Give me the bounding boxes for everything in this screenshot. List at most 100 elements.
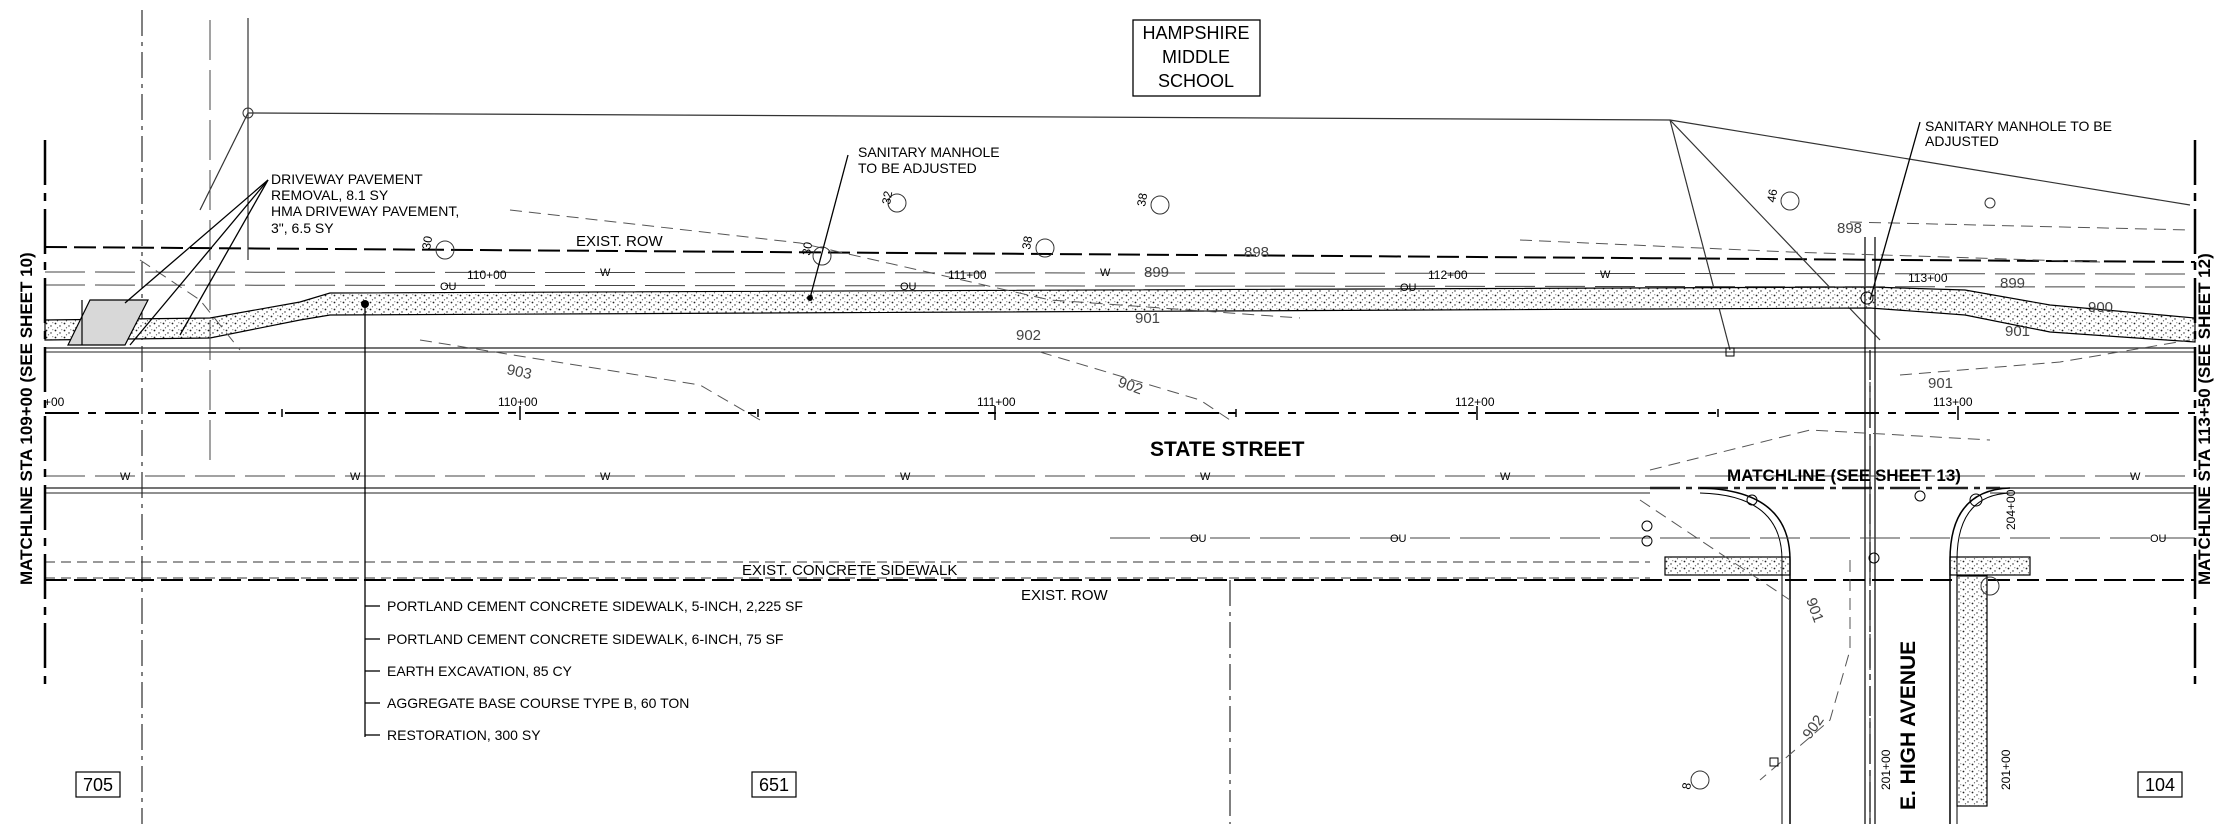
svg-text:OU: OU (440, 281, 457, 293)
utility-text: W W W W W W W W W W OU OU OU OU OU OU (120, 267, 2167, 545)
svg-text:SCHOOL: SCHOOL (1158, 71, 1234, 91)
avenue-name: E. HIGH AVENUE (1897, 641, 1920, 810)
svg-text:W: W (1600, 269, 1611, 281)
svg-text:901: 901 (2005, 323, 2030, 340)
matchline-right: MATCHLINE STA 113+50 (SEE SHEET 12) (2193, 140, 2214, 690)
property-line-markers (242, 107, 1996, 209)
svg-text:651: 651 (759, 775, 789, 795)
svg-text:W: W (600, 267, 611, 279)
svg-text:TO BE ADJUSTED: TO BE ADJUSTED (858, 160, 977, 176)
svg-text:W: W (600, 471, 611, 483)
svg-text:899: 899 (1144, 264, 1169, 281)
svg-text:30: 30 (799, 241, 815, 257)
svg-text:SANITARY MANHOLE: SANITARY MANHOLE (858, 144, 1000, 160)
sheet-tag-middle: 651 (751, 771, 797, 798)
svg-text:38: 38 (1134, 192, 1150, 208)
sheet-tag-left: 705 (75, 771, 121, 798)
svg-text:902: 902 (1016, 327, 1041, 344)
svg-text:104: 104 (2145, 775, 2175, 795)
svg-text:8: 8 (1679, 781, 1694, 790)
callout-dot (361, 300, 369, 308)
road-edges (45, 347, 2195, 494)
svg-text:903: 903 (505, 361, 533, 383)
svg-text:111+00: 111+00 (948, 268, 987, 282)
exist-sidewalk-label: EXIST. CONCRETE SIDEWALK (742, 562, 957, 579)
svg-text:W: W (900, 471, 911, 483)
svg-text:901: 901 (1802, 596, 1827, 625)
station-labels: +00 110+00 111+00 112+00 113+00 110+00 1… (44, 268, 2018, 790)
property-line-top (199, 18, 2191, 351)
svg-text:OU: OU (1400, 282, 1417, 294)
svg-text:HMA DRIVEWAY PAVEMENT,: HMA DRIVEWAY PAVEMENT, (271, 203, 459, 219)
svg-text:MATCHLINE STA 113+50 (SEE SHEE: MATCHLINE STA 113+50 (SEE SHEET 12) (2195, 253, 2214, 585)
svg-text:111+00: 111+00 (977, 395, 1016, 409)
exist-row-label-top: EXIST. ROW (576, 233, 664, 250)
street-name: STATE STREET (1150, 438, 1305, 461)
svg-text:201+00: 201+00 (1999, 749, 2013, 790)
driveway-callout: DRIVEWAY PAVEMENT REMOVAL, 8.1 SY HMA DR… (271, 171, 459, 236)
sheet-tag-right: 104 (2137, 771, 2183, 798)
exist-row-label-bottom: EXIST. ROW (1021, 587, 1109, 604)
svg-text:AGGREGATE BASE COURSE TYPE B,: AGGREGATE BASE COURSE TYPE B, 60 TON (387, 695, 689, 711)
svg-text:705: 705 (83, 775, 113, 795)
svg-text:W: W (1100, 267, 1111, 279)
svg-text:OU: OU (1390, 533, 1407, 545)
svg-text:HAMPSHIRE: HAMPSHIRE (1142, 23, 1249, 43)
svg-text:110+00: 110+00 (467, 268, 507, 282)
svg-text:OU: OU (1190, 533, 1207, 545)
svg-text:902: 902 (1116, 374, 1145, 399)
school-label: HAMPSHIRE MIDDLE SCHOOL (1132, 19, 1261, 97)
street-centerline (45, 406, 2195, 420)
svg-text:898: 898 (1244, 244, 1269, 261)
callout-leaders (124, 121, 1921, 737)
svg-text:W: W (1500, 471, 1511, 483)
svg-text:112+00: 112+00 (1455, 395, 1495, 409)
proposed-sidewalk (44, 286, 2196, 807)
svg-text:901: 901 (1928, 375, 1953, 392)
svg-text:OU: OU (900, 281, 917, 293)
svg-text:W: W (120, 471, 131, 483)
right-of-way-lines (44, 246, 2196, 581)
svg-text:900: 900 (2088, 299, 2113, 316)
svg-text:RESTORATION, 300 SY: RESTORATION, 300 SY (387, 727, 541, 743)
svg-text:MATCHLINE STA 109+00 (SEE SHEE: MATCHLINE STA 109+00 (SEE SHEET 10) (17, 252, 36, 585)
matchline-left: MATCHLINE STA 109+00 (SEE SHEET 10) (17, 140, 47, 690)
svg-text:W: W (2130, 471, 2141, 483)
water-line (44, 20, 2196, 477)
svg-text:W: W (350, 471, 361, 483)
svg-text:OU: OU (2150, 533, 2167, 545)
svg-text:38: 38 (1019, 235, 1035, 251)
svg-text:899: 899 (2000, 275, 2025, 292)
tree-symbols (435, 191, 2000, 790)
svg-text:EARTH EXCAVATION, 85 CY: EARTH EXCAVATION, 85 CY (387, 663, 573, 679)
svg-text:112+00: 112+00 (1428, 268, 1468, 282)
matchline-sheet13: MATCHLINE (SEE SHEET 13) (1727, 466, 1961, 485)
quantity-list: PORTLAND CEMENT CONCRETE SIDEWALK, 5-INC… (387, 598, 803, 743)
svg-text:898: 898 (1837, 220, 1862, 237)
svg-text:3", 6.5 SY: 3", 6.5 SY (271, 220, 334, 236)
svg-text:PORTLAND CEMENT CONCRETE SIDEW: PORTLAND CEMENT CONCRETE SIDEWALK, 5-INC… (387, 598, 803, 614)
manhole-callout-left: SANITARY MANHOLE TO BE ADJUSTED (858, 144, 1000, 176)
svg-text:MIDDLE: MIDDLE (1162, 47, 1230, 67)
svg-text:113+00: 113+00 (1933, 395, 1973, 409)
existing-sidewalk (45, 561, 1650, 579)
utility-structures (1641, 291, 1983, 767)
overhead-utility (44, 284, 2196, 539)
driveway-detail (67, 299, 149, 346)
svg-text:REMOVAL, 8.1 SY: REMOVAL, 8.1 SY (271, 187, 389, 203)
svg-text:204+00: 204+00 (2004, 489, 2018, 530)
e-high-avenue-road (1699, 237, 2011, 824)
svg-text:+00: +00 (44, 395, 65, 409)
svg-text:PORTLAND CEMENT CONCRETE SIDEW: PORTLAND CEMENT CONCRETE SIDEWALK, 6-INC… (387, 631, 783, 647)
tree-labels: 30 30 32 38 38 46 8 (419, 188, 1780, 791)
svg-text:W: W (1200, 471, 1211, 483)
svg-text:902: 902 (1799, 712, 1827, 742)
svg-text:30: 30 (419, 235, 435, 251)
svg-text:901: 901 (1135, 310, 1160, 327)
callout-dot (807, 295, 813, 301)
manhole-callout-right: SANITARY MANHOLE TO BE ADJUSTED (1925, 118, 2112, 149)
svg-text:DRIVEWAY PAVEMENT: DRIVEWAY PAVEMENT (271, 171, 423, 187)
svg-text:SANITARY MANHOLE TO BE: SANITARY MANHOLE TO BE (1925, 118, 2112, 134)
svg-text:32: 32 (879, 190, 895, 206)
